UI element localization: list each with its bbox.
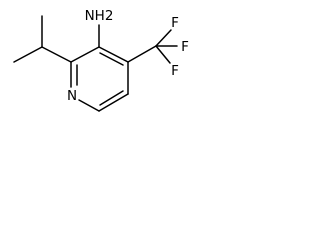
bond-cf3-f-bottom [155, 45, 171, 64]
molecule-drawing: NH2 N F F F [13, 8, 189, 112]
structure-diagram: NH2 N F F F [0, 0, 218, 134]
bond-isopropyl-methyl-left [13, 46, 43, 63]
fluorine-top-label: F [171, 15, 179, 31]
fluorine-right-label: F [181, 39, 189, 55]
bond-c4-cf3 [127, 45, 157, 63]
bond-c5-c6-outer [98, 93, 129, 112]
amine-label: NH2 [85, 8, 114, 24]
bond-c6-n1 [78, 99, 100, 112]
bond-c5-c6-inner [99, 90, 124, 106]
bond-c2-c3 [70, 46, 100, 63]
bond-c3-c4-outer [98, 46, 129, 63]
bond-c2-isopropyl-ch [41, 46, 72, 63]
bond-cf3-f-top [155, 29, 172, 47]
bond-c3-c4-inner [99, 52, 124, 66]
ring-nitrogen-label: N [67, 88, 77, 104]
fluorine-bottom-label: F [171, 63, 179, 79]
